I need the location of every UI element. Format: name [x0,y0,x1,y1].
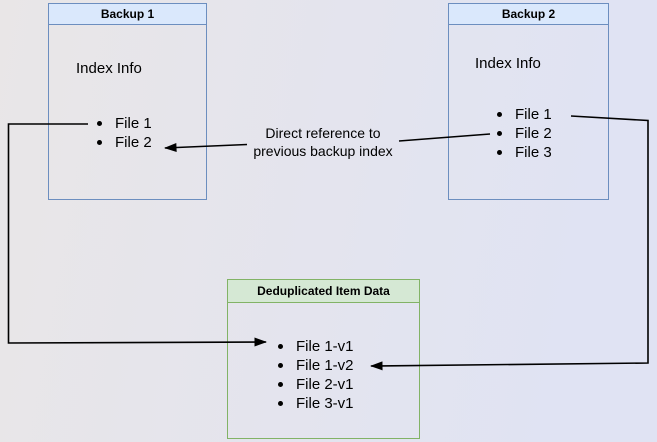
bullet-icon [97,140,102,145]
bullet-icon [278,401,283,406]
edge-label-direct-reference: Direct reference to previous backup inde… [223,124,423,160]
edge-label-line2: previous backup index [253,143,393,159]
file-label: File 3-v1 [296,395,354,412]
bullet-icon [278,363,283,368]
edge-label-line1: Direct reference to [265,125,381,141]
bullet-icon [497,150,502,155]
list-item: File 1-v2 [278,356,354,375]
dedup-item-list: File 1-v1 File 1-v2 File 2-v1 File 3-v1 [278,337,354,413]
file-label: File 1-v1 [296,338,354,355]
node-backup-1: Backup 1 Index Info File 1 File 2 [48,3,207,200]
node-backup-1-header: Backup 1 [49,4,206,25]
file-label: File 2 [515,125,552,142]
file-label: File 1 [115,115,152,132]
index-info-label: Index Info [475,55,541,72]
list-item: File 2-v1 [278,375,354,394]
list-item: File 1-v1 [278,337,354,356]
bullet-icon [278,344,283,349]
bullet-icon [278,382,283,387]
list-item: File 1 [97,114,152,133]
node-title: Backup 2 [501,7,556,21]
node-title: Deduplicated Item Data [257,284,390,298]
node-backup-2-header: Backup 2 [449,4,608,25]
list-item: File 2 [497,124,552,143]
node-title: Backup 1 [100,7,155,21]
file-label: File 1 [515,106,552,123]
node-dedup-header: Deduplicated Item Data [228,280,419,303]
file-label: File 3 [515,144,552,161]
index-info-label: Index Info [76,60,142,77]
bullet-icon [497,131,502,136]
backup-2-file-list: File 1 File 2 File 3 [497,105,552,162]
file-label: File 2-v1 [296,376,354,393]
list-item: File 3 [497,143,552,162]
file-label: File 1-v2 [296,357,354,374]
list-item: File 3-v1 [278,394,354,413]
list-item: File 2 [97,133,152,152]
backup-1-file-list: File 1 File 2 [97,114,152,152]
list-item: File 1 [497,105,552,124]
node-deduplicated-item-data: Deduplicated Item Data File 1-v1 File 1-… [227,279,420,439]
bullet-icon [497,112,502,117]
node-backup-2: Backup 2 Index Info File 1 File 2 File 3 [448,3,609,200]
file-label: File 2 [115,134,152,151]
bullet-icon [97,121,102,126]
